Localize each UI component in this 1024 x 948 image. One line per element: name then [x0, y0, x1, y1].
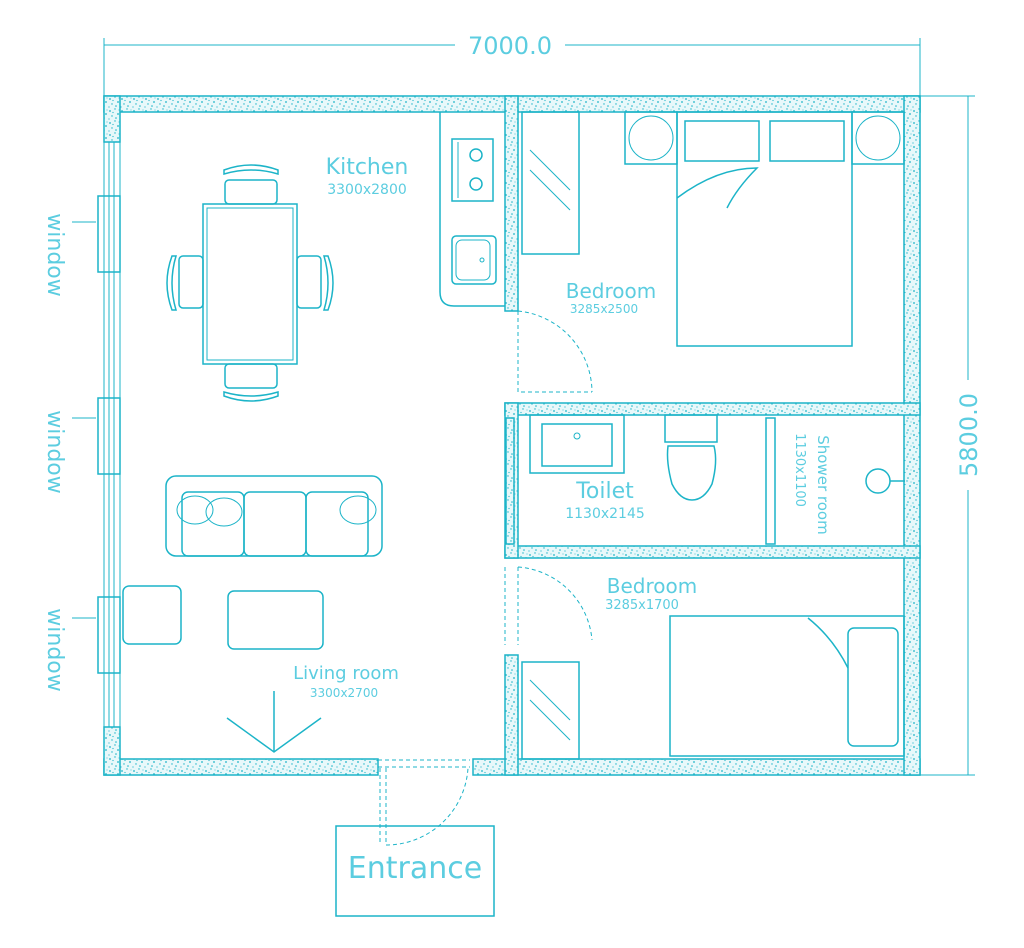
living-size: 3300x2700: [310, 686, 378, 700]
window-leaders: [72, 221, 96, 619]
bedroom2-label: Bedroom: [607, 574, 697, 598]
toilet-size: 1130x2145: [565, 506, 645, 522]
kitchen-sink-icon: [451, 235, 497, 285]
width-label: 7000.0: [468, 32, 552, 60]
shower-label: Shower room: [814, 435, 832, 534]
bed: [676, 111, 853, 347]
height-label: 5800.0: [955, 393, 983, 477]
toilet-label: Toilet: [575, 479, 634, 504]
window-label-3: window: [42, 608, 67, 691]
kitchen-size: 3300x2800: [327, 182, 407, 198]
toilet-icon: [664, 414, 718, 443]
bedroom1-size: 3285x2500: [570, 302, 638, 316]
bedroom2-furniture: [504, 566, 905, 760]
entrance-door: [378, 759, 470, 846]
armchair: [122, 585, 182, 645]
stove-icon: [457, 142, 483, 198]
bed: [669, 615, 905, 757]
dining-table: [166, 164, 334, 402]
window-left-1: [97, 141, 121, 728]
shower-size: 1130x1100: [792, 433, 807, 507]
living-label: Living room: [293, 663, 399, 684]
bedroom1-label: Bedroom: [566, 279, 656, 303]
coffee-table: [227, 590, 324, 650]
window-label-1: window: [42, 213, 67, 296]
sofa: [165, 475, 383, 557]
shower-head-icon: [865, 468, 891, 494]
entrance-label: Entrance: [348, 851, 482, 886]
window-label-2: window: [42, 410, 67, 493]
bedroom1-furniture: [517, 111, 905, 393]
tv-view-arrow: [226, 691, 322, 753]
width-dimension: 7000.0: [103, 30, 921, 96]
height-dimension: 5800.0: [920, 95, 983, 776]
kitchen-label: Kitchen: [326, 155, 409, 180]
bedroom2-size: 3285x1700: [605, 598, 679, 613]
entrance-box: [335, 825, 495, 917]
kitchen-counter: [439, 112, 505, 307]
toilet-furniture: [505, 414, 905, 545]
